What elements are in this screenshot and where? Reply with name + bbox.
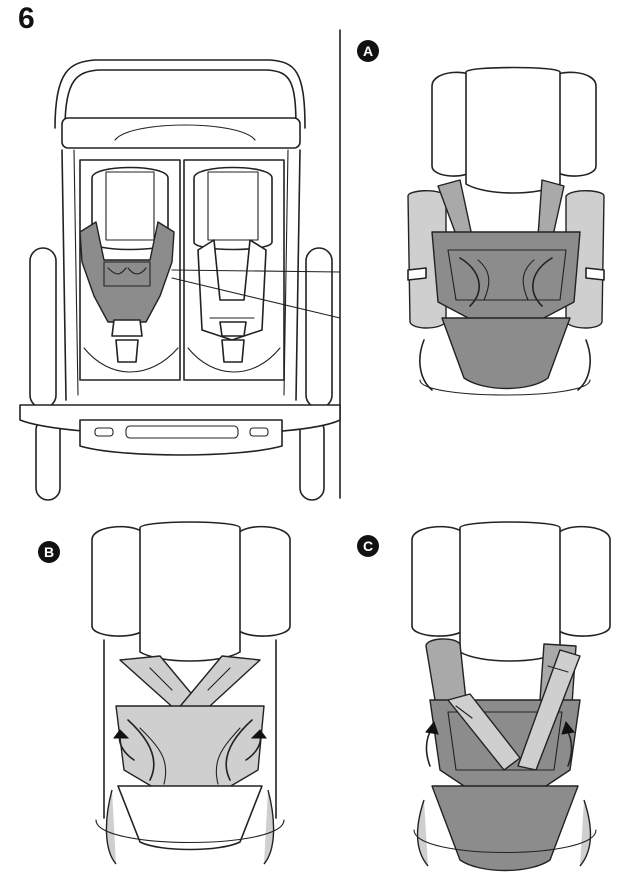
headrest: [139, 521, 241, 662]
insert-crotch-pad: [441, 317, 571, 390]
stroller-overview: [19, 59, 341, 501]
panel-a-diagram: [407, 66, 605, 396]
shoulder-strap-right: [517, 649, 581, 771]
insert-crotch-pad: [431, 785, 579, 872]
headrest: [459, 521, 561, 662]
panel-b-label: B: [38, 541, 60, 563]
insert-body: [431, 231, 581, 321]
arrow-left: [425, 727, 433, 767]
wheel-left-rear: [29, 247, 57, 409]
panel-b-diagram: [91, 521, 291, 865]
infant-insert-in-stroller: [79, 221, 175, 323]
wheel-left-front: [35, 417, 61, 501]
wheel-right-front: [299, 417, 325, 501]
step-number: 6: [18, 2, 35, 35]
callout-leader-lines: [171, 269, 341, 319]
stroller-handlebar: [54, 59, 306, 129]
panel-c-diagram: [411, 521, 611, 872]
stroller-canopy: [61, 117, 301, 149]
insert-body: [115, 705, 265, 791]
panel-a-label: A: [357, 40, 379, 62]
headrest: [465, 66, 561, 194]
panel-c-label: C: [357, 535, 379, 557]
